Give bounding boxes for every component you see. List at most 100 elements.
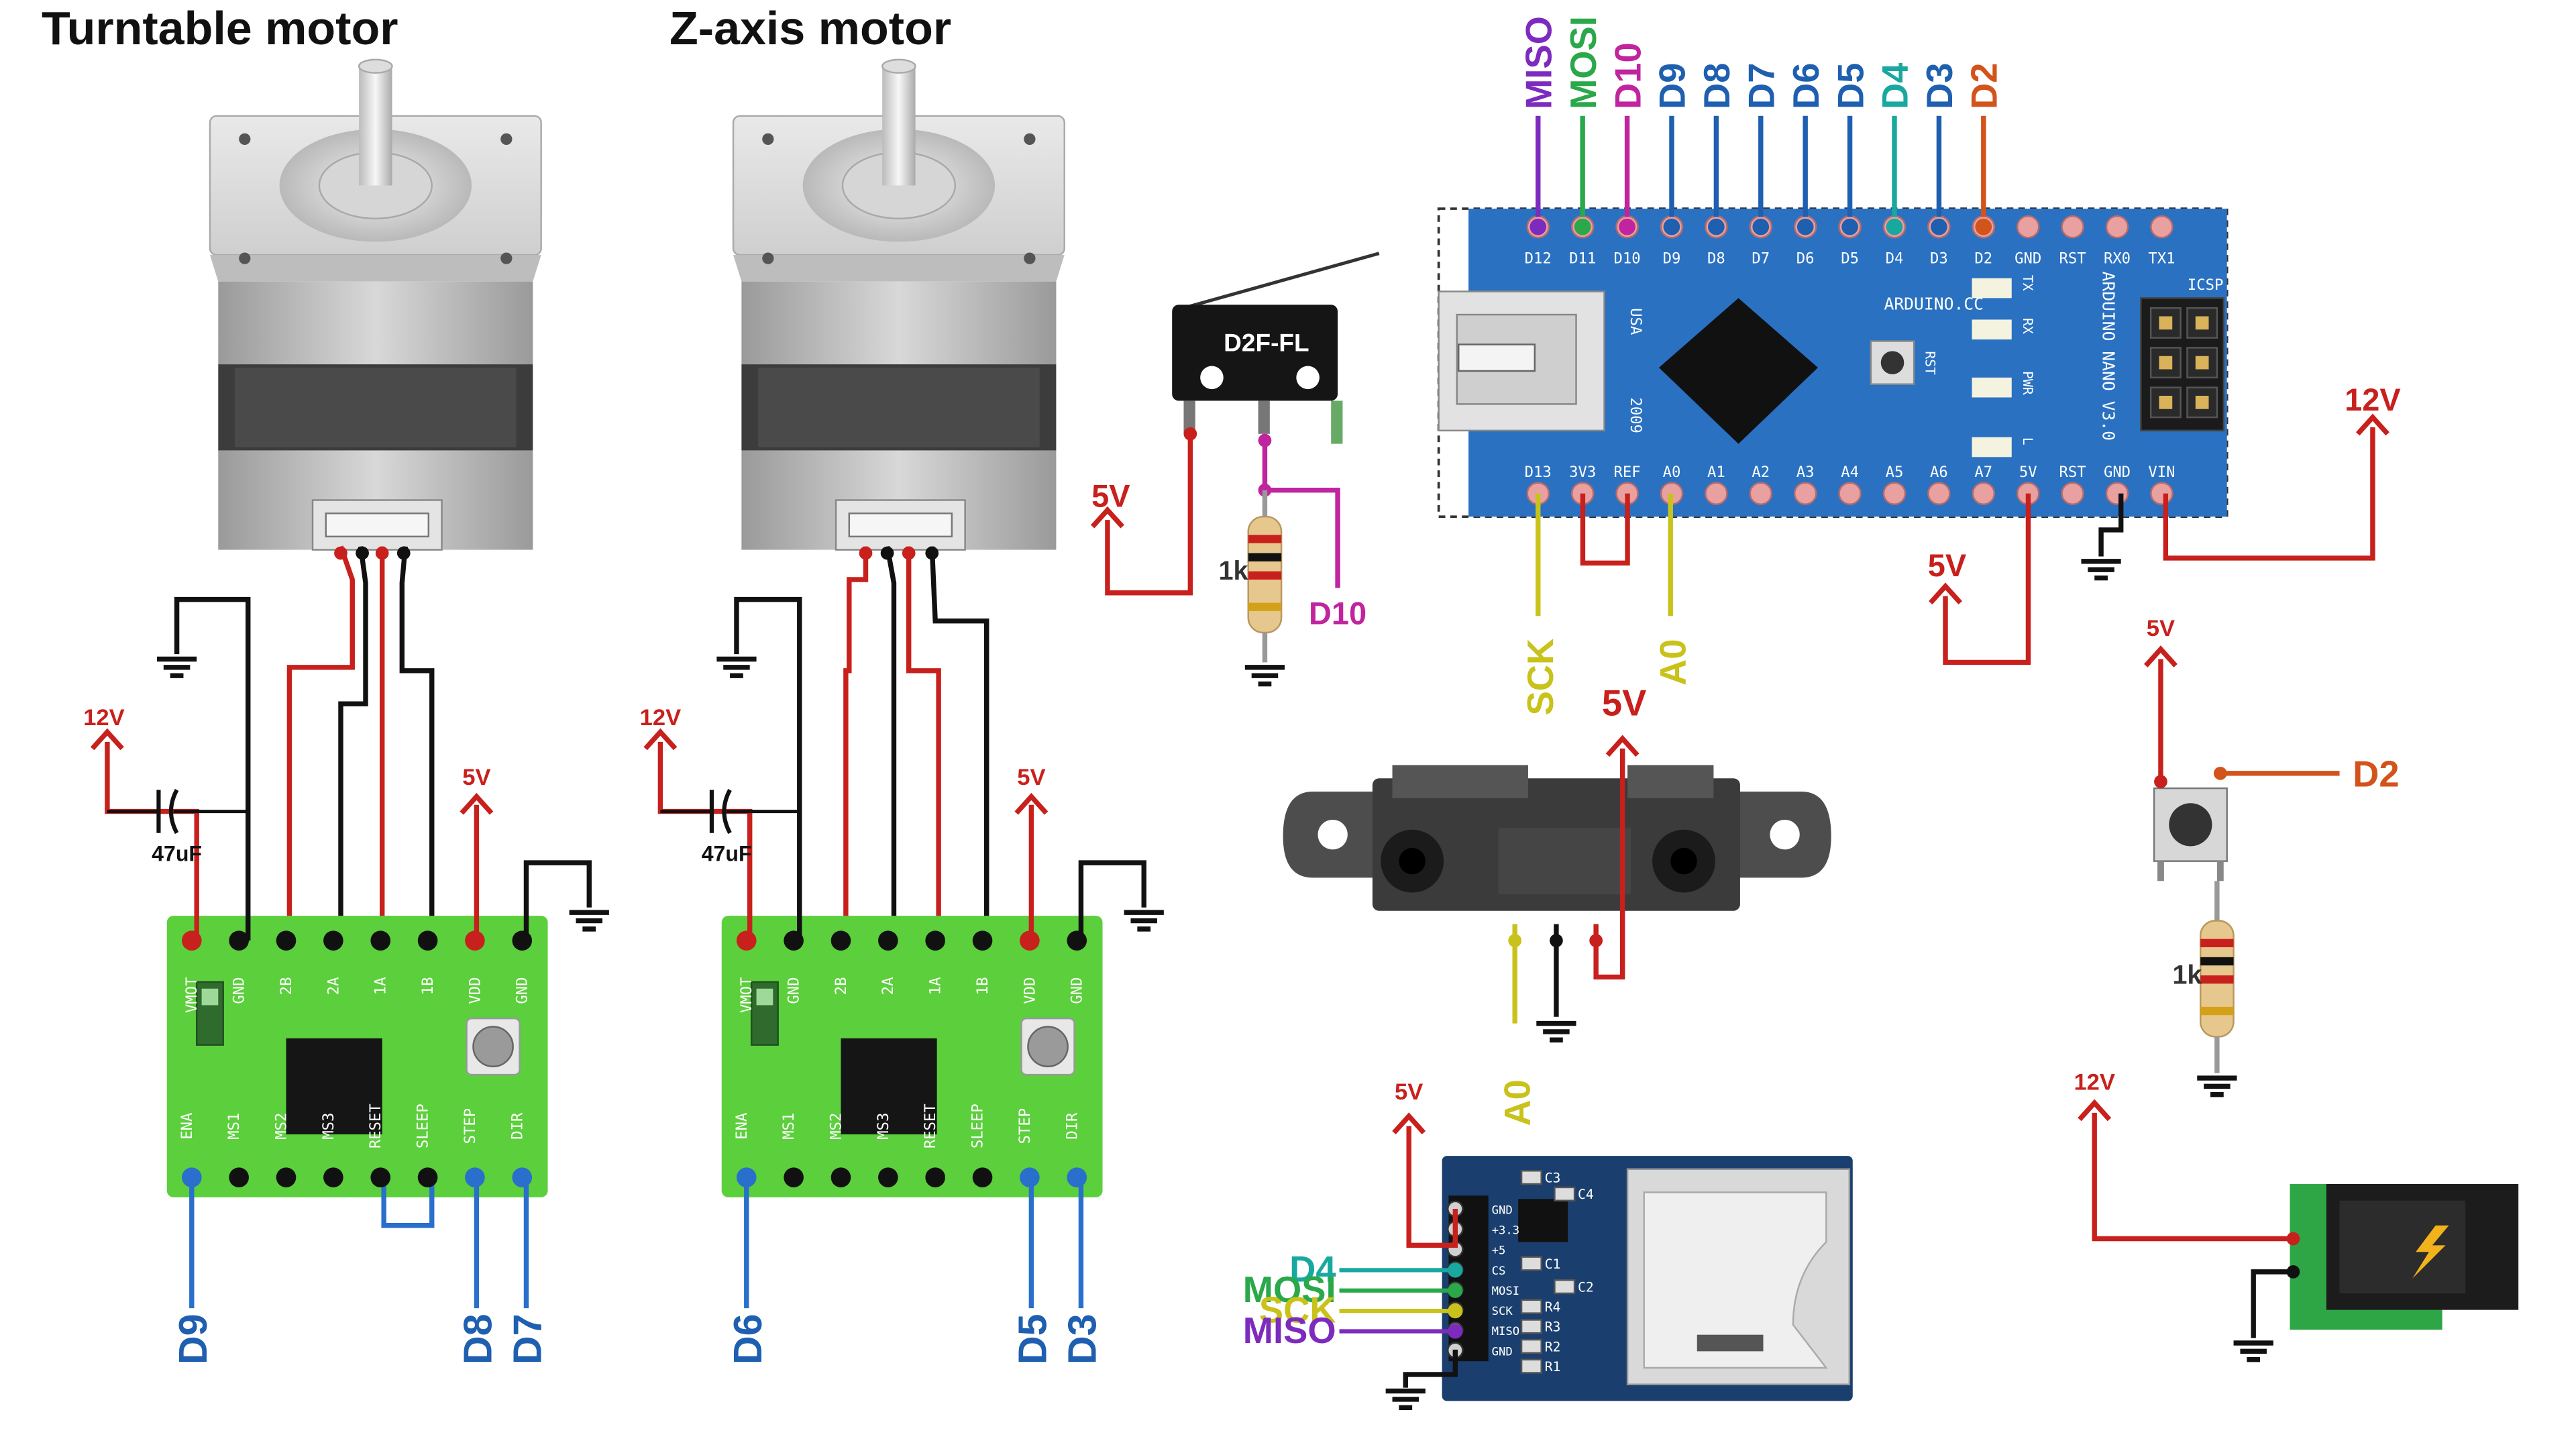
- nano-a0-label: A0: [1652, 639, 1693, 686]
- nano-bottom-pin-label-6: A3: [1796, 464, 1815, 481]
- driver2-12v-label: 12V: [640, 705, 681, 731]
- nano-bottom-pin-9: [1927, 482, 1951, 505]
- sd-card-module: [1442, 1156, 1853, 1401]
- nano-bottom-pin-label-5: A2: [1752, 464, 1770, 481]
- nano-bottom-pin-label-9: A6: [1930, 464, 1948, 481]
- zaxis-stepper-motor: [732, 58, 1065, 551]
- resistor-button: [2199, 881, 2235, 1073]
- driver2-pin-bottom-1: [784, 1167, 804, 1187]
- driver1-pin-top-label-6: VDD: [466, 977, 484, 1004]
- driver2-pin-bottom-5: [972, 1167, 993, 1187]
- sd-pin-label-5: SCK: [1492, 1305, 1513, 1318]
- nano-top-pin-label-0: D12: [1525, 250, 1552, 268]
- arduino-nano-board: [1437, 207, 2229, 519]
- driver1-pin-bottom-label-5: SLEEP: [415, 1104, 432, 1148]
- driver1-pin-top-0: [181, 930, 202, 951]
- driver1-pin-bottom-1: [229, 1167, 249, 1187]
- driver2-pin-bottom-label-7: DIR: [1063, 1112, 1081, 1140]
- dc-power-jack: [2286, 1184, 2519, 1330]
- nano-bottom-pin-8: [1882, 482, 1907, 505]
- sd-label-miso: MISO: [1243, 1310, 1336, 1351]
- driver2-pin-top-1: [784, 930, 804, 951]
- driver1-pin-bottom-label-1: MS1: [225, 1113, 243, 1140]
- nano-bottom-pin-13: [2105, 482, 2129, 505]
- nano-bottom-pin-label-10: A7: [1974, 464, 1992, 481]
- nano-bottom-pin-5: [1749, 482, 1773, 505]
- nano-bottom-pin-label-14: VIN: [2148, 464, 2175, 481]
- driver1-dir-label: D7: [505, 1313, 550, 1364]
- icsp-header: [2149, 307, 2218, 419]
- driver1-pin-top-label-5: 1B: [419, 977, 437, 995]
- driver1-pin-bottom-4: [370, 1167, 391, 1187]
- sd-part-c2: C2: [1578, 1279, 1594, 1295]
- ir-distance-sensor: [1283, 765, 1831, 911]
- driver2-pin-top-5: [972, 930, 993, 951]
- driver2-step-label: D5: [1010, 1313, 1055, 1364]
- nano-top-pin-13: [2105, 215, 2129, 239]
- driver1-pin-top-2: [276, 930, 297, 951]
- nano-bottom-pin-label-8: A5: [1886, 464, 1904, 481]
- resistor-switch: [1247, 490, 1283, 663]
- driver1-pin-top-7: [512, 930, 533, 951]
- driver1-pin-top-label-4: 1A: [372, 977, 390, 995]
- nano-bottom-pin-label-2: REF: [1614, 464, 1641, 481]
- driver2-pin-bottom-label-2: MS2: [827, 1113, 845, 1140]
- nano-year-label: 2009: [1627, 397, 1644, 433]
- driver1-pin-bottom-0: [181, 1167, 202, 1187]
- driver2-pin-bottom-label-0: ENA: [733, 1113, 751, 1140]
- nano-rst-button-label: RST: [1922, 351, 1937, 375]
- nano-top-pin-14: [2150, 215, 2174, 239]
- driver1-pin-top-label-2: 2B: [278, 977, 295, 995]
- nano-top-pin-label-5: D7: [1752, 250, 1770, 268]
- stepper-driver-2: [720, 914, 1104, 1199]
- resistor-label-switch: 1k: [1219, 556, 1248, 586]
- switch-signal-label: D10: [1309, 596, 1366, 631]
- nano-top-pin-label-1: D11: [1569, 250, 1596, 268]
- nano-led-l: L: [2020, 437, 2035, 445]
- nano-bottom-pin-12: [2061, 482, 2084, 505]
- sd-pin-label-0: GND: [1492, 1203, 1513, 1217]
- sensor-5v-label: 5V: [1602, 682, 1646, 723]
- driver1-pin-bottom-label-0: ENA: [178, 1113, 196, 1140]
- nano-bottom-pin-label-12: RST: [2059, 464, 2086, 481]
- nano-icsp-label: ICSP: [2188, 276, 2223, 294]
- nano-bottom-pin-label-1: 3V3: [1569, 464, 1596, 481]
- nano-label-d10: D10: [1607, 42, 1648, 109]
- driver2-pin-bottom-label-1: MS1: [780, 1113, 798, 1140]
- driver1-pin-bottom-6: [465, 1167, 485, 1187]
- sensor-a0-label: A0: [1497, 1079, 1538, 1126]
- driver1-5v-label: 5V: [462, 765, 490, 790]
- driver1-step-label: D8: [455, 1313, 500, 1364]
- driver1-pin-bottom-label-2: MS2: [273, 1113, 290, 1140]
- driver1-pin-top-label-3: 2A: [325, 977, 342, 995]
- sd-5v-label: 5V: [1395, 1079, 1423, 1105]
- driver1-pin-bottom-label-4: RESET: [367, 1104, 384, 1148]
- driver1-ena-label: D9: [170, 1313, 215, 1364]
- driver1-pin-bottom-2: [276, 1167, 297, 1187]
- nano-top-pin-label-7: D5: [1841, 250, 1859, 268]
- nano-bottom-pin-14: [2150, 482, 2174, 505]
- nano-top-pin-label-9: D3: [1930, 250, 1948, 268]
- sd-part-c3: C3: [1545, 1171, 1561, 1186]
- nano-label-d4: D4: [1875, 63, 1916, 109]
- driver2-ena-label: D6: [725, 1313, 770, 1364]
- driver1-pin-top-4: [370, 930, 391, 951]
- nano-label-d5: D5: [1830, 63, 1871, 109]
- driver2-pin-bottom-4: [925, 1167, 946, 1187]
- driver2-pin-top-label-0: VMOT: [738, 977, 755, 1012]
- driver2-pin-top-label-7: GND: [1069, 977, 1086, 1004]
- driver2-pin-top-label-3: 2A: [879, 977, 897, 995]
- nano-model-label: ARDUINO NANO V3.0: [2099, 271, 2118, 441]
- driver2-pin-top-label-1: GND: [786, 977, 803, 1004]
- nano-top-pin-label-14: TX1: [2148, 250, 2175, 268]
- nano-usa-label: USA: [1627, 308, 1644, 335]
- nano-top-pin-label-3: D9: [1663, 250, 1681, 268]
- sd-pin-label-6: MISO: [1492, 1325, 1520, 1338]
- driver1-pin-bottom-3: [323, 1167, 343, 1187]
- nano-bottom-pin-7: [1838, 482, 1862, 505]
- nano-label-d3: D3: [1919, 63, 1960, 109]
